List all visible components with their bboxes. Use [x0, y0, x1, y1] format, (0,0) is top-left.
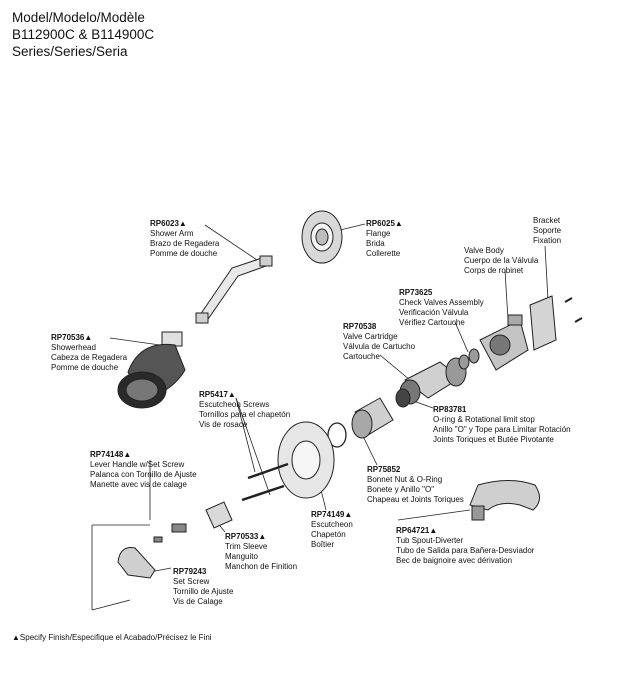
bracket-drawing [529, 295, 583, 351]
leader-showerhead [109, 337, 161, 346]
leader-bracket [544, 245, 549, 301]
tub-spout-drawing [469, 480, 540, 521]
model-numbers: B112900C & B114900C [12, 27, 155, 42]
showerhead-drawing [117, 331, 186, 409]
shower-arm-label: RP6023▲ Shower Arm Brazo de Regadera Pom… [150, 219, 220, 258]
series-title: Series/Series/Seria [12, 44, 128, 59]
escutcheon-screws-drawing [241, 462, 289, 502]
escutcheon-oring-drawing [327, 422, 347, 448]
leader-screw-2 [235, 397, 271, 496]
lever-handle-label: RP74148▲ Lever Handle w/Set Screw Palanc… [90, 450, 197, 489]
check-valves-drawing [458, 348, 480, 370]
leader-flange [339, 223, 366, 231]
showerhead-label: RP70536▲ Showerhead Cabeza de Regadera P… [51, 333, 128, 372]
valve-body-drawing [479, 314, 529, 371]
leader-shower-arm [204, 224, 261, 263]
model-title: Model/Modelo/Modèle [12, 10, 145, 25]
shower-arm-drawing [195, 255, 273, 324]
flange-drawing [301, 210, 343, 264]
leader-screw-1 [235, 397, 256, 473]
bonnet-nut-label: RP75852 Bonnet Nut & O-Ring Bonete y Ani… [367, 465, 464, 504]
valve-cartridge-label: RP70538 Valve Cartridge Válvula de Cartu… [343, 322, 416, 361]
tub-spout-label: RP64721▲ Tub Spout-Diverter Tubo de Sali… [396, 526, 535, 565]
oring-drawing [395, 388, 411, 408]
oring-label: RP83781 O-ring & Rotational limit stop A… [433, 405, 571, 444]
flange-label: RP6025▲ Flange Brida Collerette [366, 219, 403, 258]
lever-handle-drawing [117, 547, 156, 579]
bracket-label: Bracket Soporte Fixation [533, 216, 562, 245]
leader-valve-cartridge [379, 354, 411, 381]
check-valves-label: RP73625 Check Valves Assembly Verificaci… [399, 288, 484, 327]
set-screw-drawing [153, 523, 187, 543]
escutcheon-screws-label: RP5417▲ Escutcheon Screws Tornillos para… [199, 390, 291, 429]
set-screw-label: RP79243 Set Screw Tornillo de Ajuste Vis… [173, 567, 234, 606]
specify-finish-note: ▲Specify Finish/Especifique el Acabado/P… [12, 633, 212, 642]
leader-valve-body [504, 269, 509, 321]
escutcheon-label: RP74149▲ Escutcheon Chapetón Boîtier [311, 510, 353, 549]
trim-sleeve-drawing [205, 501, 233, 529]
leader-tub-spout [397, 509, 471, 521]
valve-body-label: Valve Body Cuerpo de la Válvula Corps de… [464, 246, 539, 275]
handle-bracket-bottom [91, 599, 131, 611]
escutcheon-drawing [277, 421, 335, 499]
leader-check-valves [454, 321, 469, 353]
bonnet-nut-drawing [351, 397, 394, 439]
trim-sleeve-label: RP70533▲ Trim Sleeve Manguito Manchon de… [225, 532, 298, 571]
